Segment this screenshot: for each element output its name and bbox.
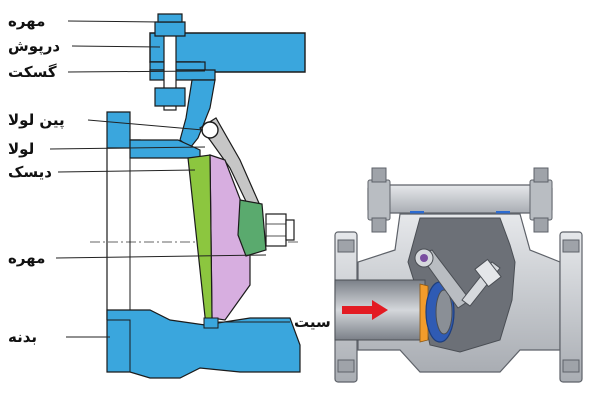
label-seat: سیت [294,313,331,331]
disc [187,154,213,328]
label-nut-top: مهره [8,12,46,30]
section-drawing [49,13,306,379]
label-cover: درپوش [8,37,61,55]
label-body: بدنه [8,328,38,346]
label-nut-mid: مهره [8,249,46,267]
body [106,309,301,379]
body-neck [179,79,216,149]
seat [203,317,219,329]
nut-top [154,21,186,37]
hinge-boss [237,199,267,257]
label-disc: دیسک [8,163,52,181]
disc-nut [265,213,287,247]
flow-arrow-icon [342,300,388,320]
nut-bottom [154,87,186,107]
hinge-pin [201,121,219,139]
label-hinge-pin: پین لولا [8,111,65,129]
gasket [149,61,206,71]
label-hinge: لولا [8,140,35,158]
leader-lines [49,20,290,338]
label-gasket: گسکت [8,63,57,81]
cutaway-render [334,167,583,383]
